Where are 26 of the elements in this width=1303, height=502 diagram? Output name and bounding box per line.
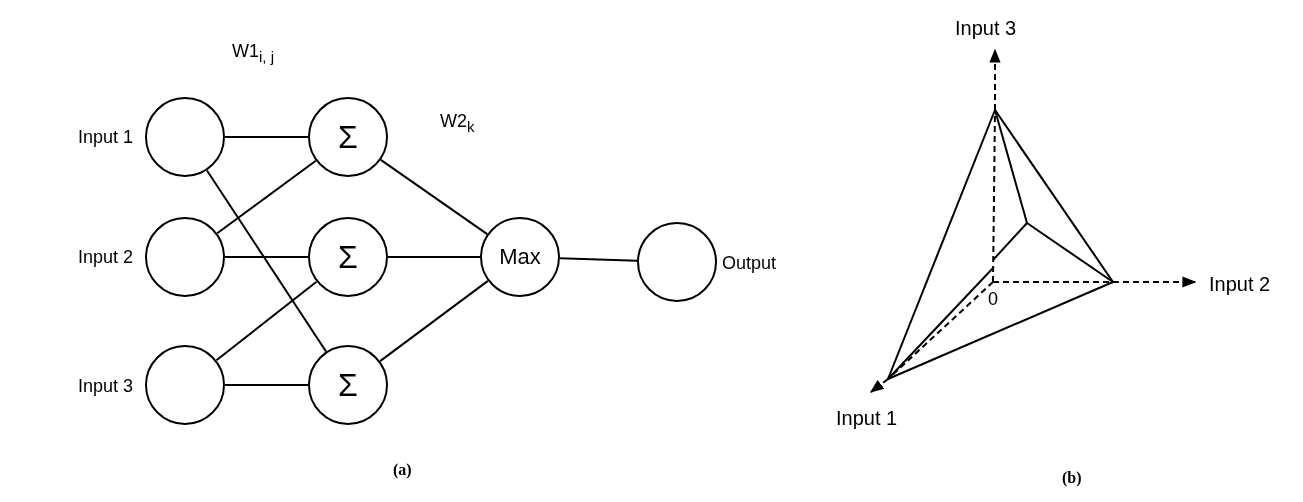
connection-line xyxy=(379,279,489,363)
text-label: Input 2 xyxy=(1209,274,1271,294)
text-label: (a) xyxy=(393,462,412,478)
node-label: Σ xyxy=(338,241,358,273)
connection-line xyxy=(387,256,481,258)
connection-line xyxy=(559,257,638,262)
node-label: Σ xyxy=(338,121,358,153)
connection-line xyxy=(224,136,309,138)
connection-line xyxy=(224,256,309,258)
node-label: Max xyxy=(499,246,541,268)
text-label: W1$_{i, j}$ xyxy=(232,42,274,64)
text-label: Input 3 xyxy=(955,18,1017,38)
node-caption: Input 3 xyxy=(78,377,134,395)
text-label: W2$_{k}$ xyxy=(440,112,475,134)
text-label: 0 xyxy=(988,290,998,308)
connection-line xyxy=(215,280,318,362)
node-caption: Input 2 xyxy=(78,248,134,266)
node-caption: Output xyxy=(722,254,777,272)
node-label: Σ xyxy=(338,369,358,401)
connection-line xyxy=(224,384,309,386)
text-label: (b) xyxy=(1062,470,1082,486)
text-label: Input 1 xyxy=(836,408,898,428)
connection-line xyxy=(216,159,317,235)
connection-line xyxy=(205,169,328,353)
connection-line xyxy=(379,158,489,236)
node-caption: Input 1 xyxy=(78,128,134,146)
